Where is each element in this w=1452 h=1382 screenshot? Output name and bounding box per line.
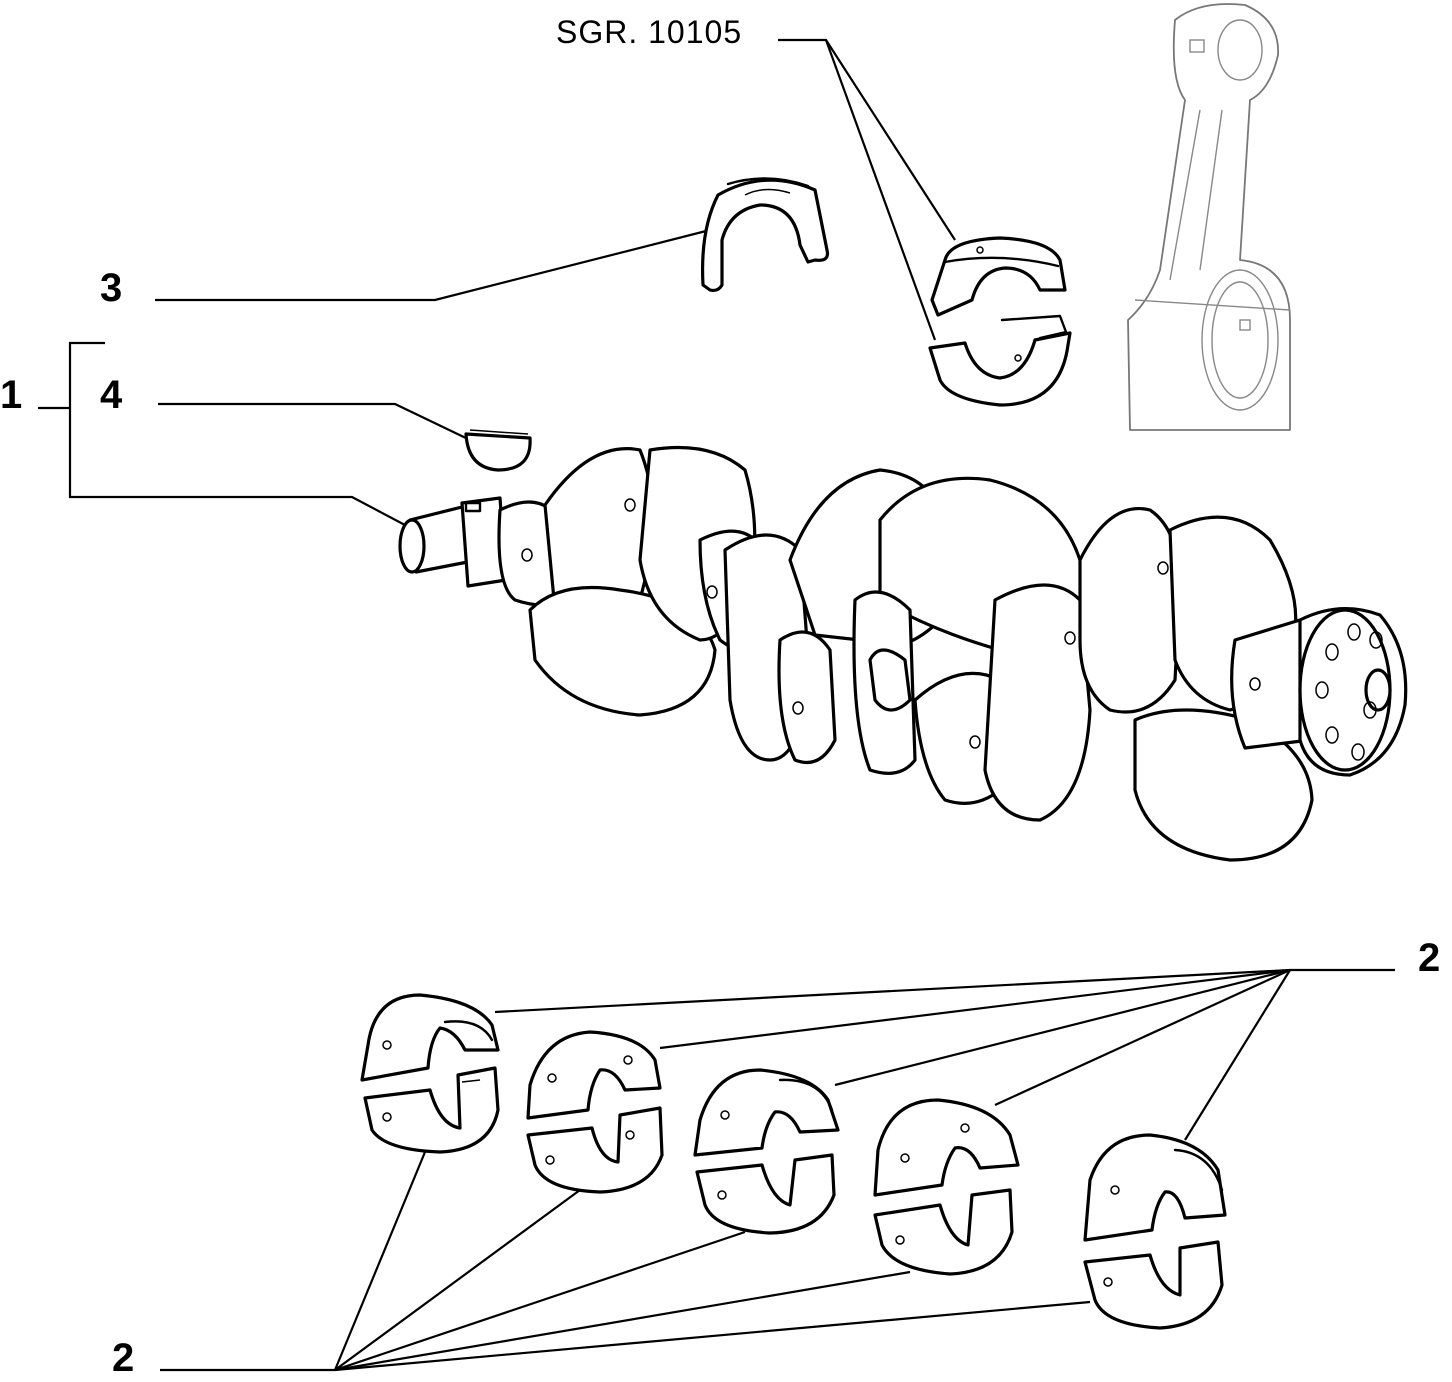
thrust-washer-half [701,177,830,293]
main-bearing-shell-4 [873,1098,1020,1276]
callout-3: 3 [100,266,123,310]
callout-1: 1 [0,373,23,417]
conrod-bearing-shells [928,236,1072,407]
main-bearing-shell-3 [693,1068,840,1235]
main-bearing-shell-2 [526,1030,664,1194]
main-bearing-shell-1 [360,993,500,1154]
reference-code-label: SGR. 10105 [556,14,743,50]
woodruff-key [464,429,532,472]
connecting-rod [1127,3,1291,431]
leader-lines [38,38,1395,1372]
callout-4: 4 [100,373,123,417]
callout-2-bottom: 2 [112,1336,135,1380]
main-bearing-shell-5 [1083,1133,1227,1330]
crankshaft [398,445,1408,862]
callout-2-top: 2 [1418,936,1441,980]
